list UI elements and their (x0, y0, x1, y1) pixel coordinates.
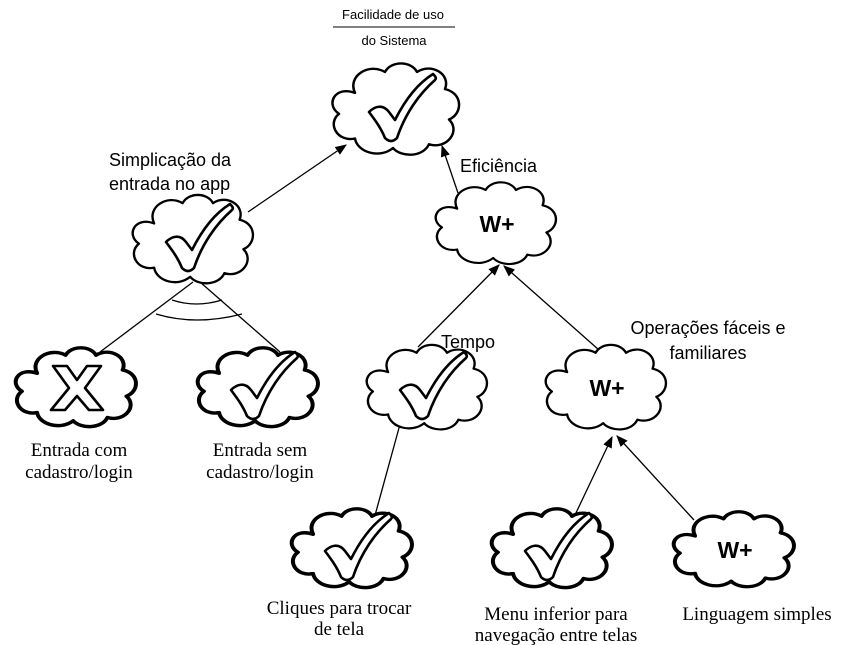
label-simplificacao-2: entrada no app (109, 174, 230, 194)
label-cliques-2: de tela (314, 619, 365, 640)
label-entrada-sem-2: cadastro/login (206, 462, 314, 483)
label-menu-1: Menu inferior para (484, 604, 628, 625)
label-operacoes-2: familiares (669, 343, 746, 363)
label-simplificacao-1: Simplicação da (109, 150, 232, 170)
edge-menu-operacoes (574, 435, 613, 516)
label-menu-2: navegação entre telas (475, 625, 637, 645)
node-cliques: Cliques para trocar de tela (267, 506, 414, 640)
title-line1: Facilidade de uso (342, 7, 444, 22)
edge-eficiencia-root (440, 144, 459, 194)
label-entrada-sem-1: Entrada sem (213, 440, 308, 461)
node-simplificacao: Simplicação da entrada no app (109, 150, 255, 285)
diagram-title: Facilidade de uso do Sistema (333, 7, 455, 48)
edge-linguagem-operacoes (616, 435, 695, 521)
edge-tempo-eficiencia (417, 264, 500, 348)
label-linguagem: Linguagem simples (682, 604, 831, 625)
w-plus-mark: W+ (589, 375, 624, 401)
node-tempo: Tempo (365, 332, 495, 431)
node-entrada-com: Entrada com cadastro/login (13, 345, 138, 483)
edge-entrada-com-simplificacao (99, 281, 194, 353)
w-plus-mark: W+ (717, 537, 752, 563)
node-entrada-sem: Entrada sem cadastro/login (195, 345, 320, 483)
edge-entrada-sem-simplificacao (199, 281, 281, 353)
node-operacoes: W+ Operações fáceis e familiares (544, 318, 786, 431)
node-linguagem: W+ Linguagem simples (671, 509, 832, 625)
and-arc-1 (171, 299, 223, 305)
edges (99, 144, 695, 521)
node-eficiencia: W+ Eficiência (434, 156, 558, 266)
label-tempo: Tempo (441, 332, 495, 352)
and-arc-2 (155, 313, 243, 321)
edge-simplificacao-root (247, 144, 347, 213)
label-eficiencia: Eficiência (460, 156, 538, 176)
node-root (331, 62, 461, 156)
label-entrada-com-2: cadastro/login (25, 462, 133, 483)
edge-operacoes-eficiencia (503, 265, 600, 351)
edge-cliques-tempo (373, 415, 404, 520)
node-menu: Menu inferior para navegação entre telas (475, 506, 637, 645)
label-entrada-com-1: Entrada com (31, 440, 128, 461)
label-operacoes-1: Operações fáceis e (630, 318, 785, 338)
title-line2: do Sistema (361, 33, 427, 48)
label-cliques-1: Cliques para trocar (267, 598, 412, 619)
w-plus-mark: W+ (479, 211, 514, 237)
